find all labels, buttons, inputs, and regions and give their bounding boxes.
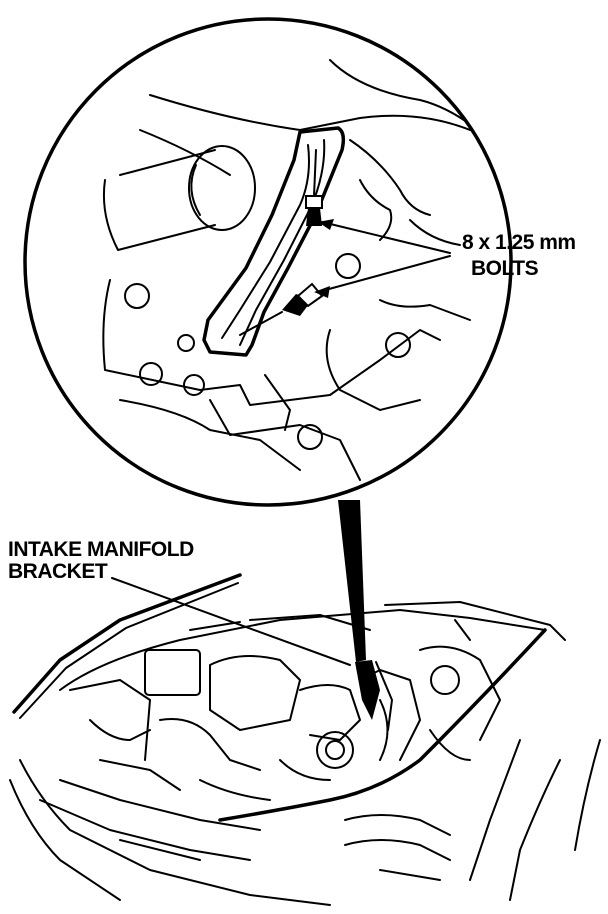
lower-bolt-icon bbox=[239, 282, 324, 336]
magnifier-pointer bbox=[338, 500, 366, 662]
bolt-leader-upper bbox=[321, 221, 451, 254]
bracket-label: BRACKET bbox=[8, 560, 108, 583]
bolt-leader-lower bbox=[317, 255, 451, 293]
upper-bolt-icon bbox=[305, 149, 323, 226]
bracket-leader bbox=[111, 577, 351, 666]
bolts-label: BOLTS bbox=[471, 257, 539, 280]
bolt-size-label: 8 x 1.25 mm bbox=[462, 231, 576, 254]
detail-view bbox=[23, 17, 513, 507]
detail-engine-block bbox=[102, 59, 501, 481]
car-engine-bay bbox=[9, 573, 601, 906]
intake-manifold-label: INTAKE MANIFOLD bbox=[8, 538, 194, 561]
magnifier-circle bbox=[23, 17, 513, 507]
